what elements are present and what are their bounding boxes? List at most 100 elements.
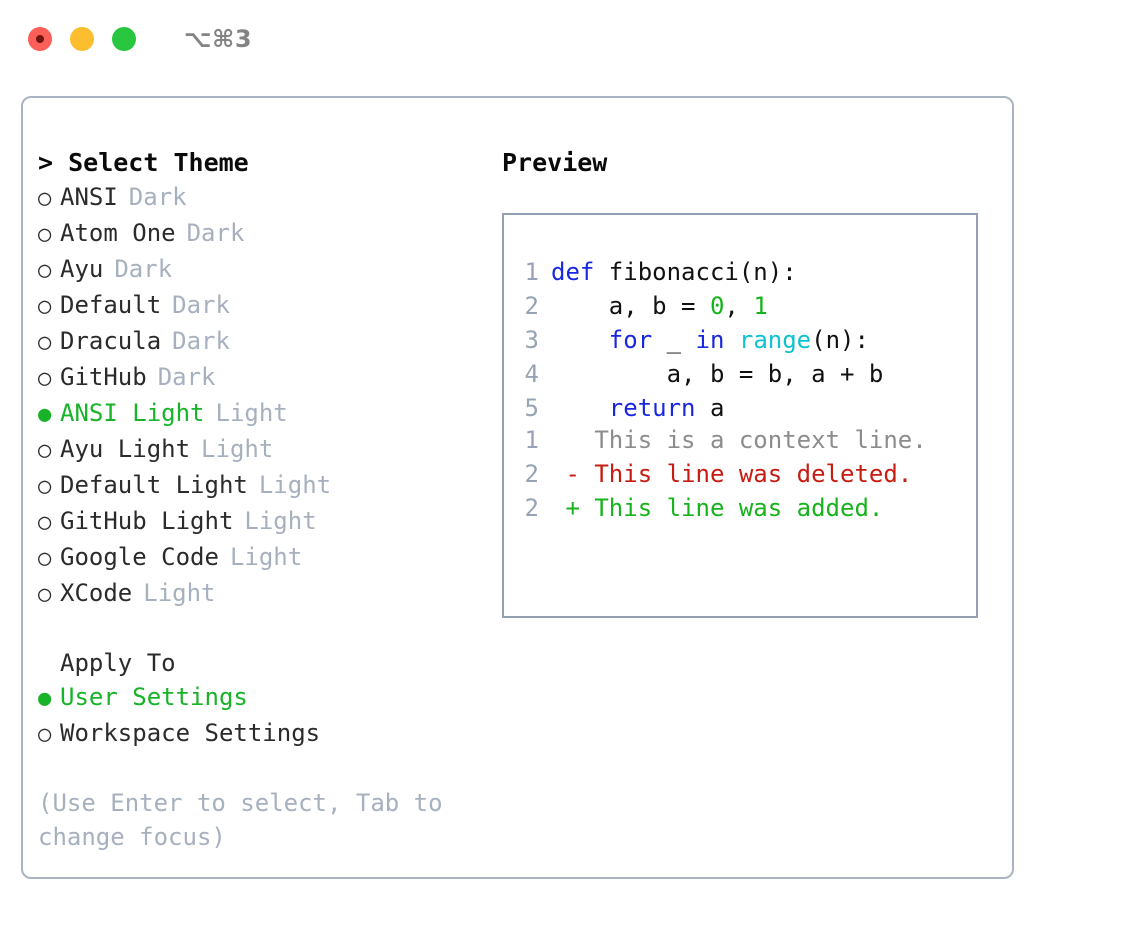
keyboard-hint-text: (Use Enter to select, Tab to change focu… [38,789,458,851]
code-line: 3 for _ in range(n): [515,323,972,357]
radio-unselected-icon: ○ [38,366,52,391]
diff-sign [551,426,580,454]
diff-line: 2 - This line was deleted. [515,457,972,491]
theme-option-label: ANSI [60,183,118,211]
minimize-window-button[interactable] [70,27,94,51]
theme-option-label: XCode [60,579,133,607]
code-token [724,326,738,354]
apply-to-option-workspace-settings[interactable]: ○ Workspace Settings [38,716,488,752]
diff-sign: - [551,460,580,488]
theme-option-kind: Light [201,435,274,463]
theme-option-kind: Light [215,399,288,427]
diff-line: 1 This is a context line. [515,423,972,457]
diff-text: This line was deleted. [579,460,913,488]
theme-option-label: Google Code [60,543,219,571]
maximize-window-button[interactable] [112,27,136,51]
code-token: in [695,326,725,354]
list-spacer [38,612,488,646]
code-line: 2 a, b = 0, 1 [515,289,972,323]
theme-option-label: Dracula [60,327,162,355]
theme-option-kind: Light [258,471,332,499]
radio-unselected-icon: ○ [38,258,52,283]
apply-to-option-label: User Settings [60,683,248,711]
apply-to-heading: Apply To [60,649,176,677]
apply-to-option-label: Workspace Settings [60,719,321,747]
theme-option-label: Default [60,291,162,319]
radio-unselected-icon: ○ [38,474,52,499]
theme-option-kind: Dark [172,291,230,319]
theme-option-kind: Dark [128,183,187,211]
theme-option-google-code[interactable]: ○ Google Code Light [38,540,488,576]
theme-option-kind: Light [229,543,303,571]
code-line-number: 3 [524,326,539,354]
theme-option-kind: Dark [172,327,230,355]
theme-option-default-light[interactable]: ○ Default Light Light [38,468,488,504]
theme-option-label: Ayu Light [60,435,191,463]
code-token [551,394,609,422]
code-token: def [551,258,609,286]
theme-option-kind: Dark [157,363,216,391]
keyboard-shortcut-label: ⌥⌘3 [184,25,253,53]
radio-selected-icon: ● [38,402,52,427]
theme-option-github[interactable]: ○ GitHub Dark [38,360,488,396]
theme-option-label: ANSI Light [60,399,205,427]
code-token: return [608,394,696,422]
code-token: range [738,326,812,354]
theme-option-label: GitHub [60,363,147,391]
theme-option-default[interactable]: ○ Default Dark [38,288,488,324]
apply-to-list: ● User Settings ○ Workspace Settings [38,680,488,752]
code-line: 4 a, b = b, a + b [515,357,972,391]
radio-unselected-icon: ○ [38,294,52,319]
radio-selected-icon: ● [38,686,52,711]
code-line-number: 5 [524,394,539,422]
theme-option-kind: Light [244,507,317,535]
close-window-button[interactable] [28,27,52,51]
apply-to-option-user-settings[interactable]: ● User Settings [38,680,488,716]
diff-line-number: 1 [524,426,539,454]
code-token: 1 [753,292,768,320]
theme-option-kind: Dark [114,255,173,283]
diff-line-number: 2 [524,494,539,522]
theme-option-ansi-light[interactable]: ● ANSI Light Light [38,396,488,432]
diff-sign: + [551,494,580,522]
code-line-number: 2 [524,292,539,320]
theme-option-label: GitHub Light [60,507,234,535]
code-line-number: 1 [524,258,539,286]
diff-line: 2 + This line was added. [515,491,972,525]
radio-unselected-icon: ○ [38,222,52,247]
theme-option-dracula[interactable]: ○ Dracula Dark [38,324,488,360]
radio-unselected-icon: ○ [38,330,52,355]
code-line: 5 return a [515,391,972,425]
title-bar: ⌥⌘3 [0,0,1140,78]
radio-unselected-icon: ○ [38,546,52,571]
code-token [551,326,609,354]
code-token: a, b = [551,292,710,320]
code-line-number: 4 [524,360,539,388]
code-token: a, b = b, a + b [551,360,884,388]
select-theme-heading: > Select Theme [38,148,249,177]
theme-option-label: Default Light [60,471,248,499]
radio-unselected-icon: ○ [38,722,52,747]
code-token: (n): [811,326,869,354]
preview-heading: Preview [502,148,608,177]
diff-text: This line was added. [579,494,884,522]
diff-text: This is a context line. [579,426,927,454]
diff-sample: 1 This is a context line.2 - This line w… [515,423,972,525]
theme-option-kind: Light [143,579,216,607]
window-controls [28,27,136,51]
